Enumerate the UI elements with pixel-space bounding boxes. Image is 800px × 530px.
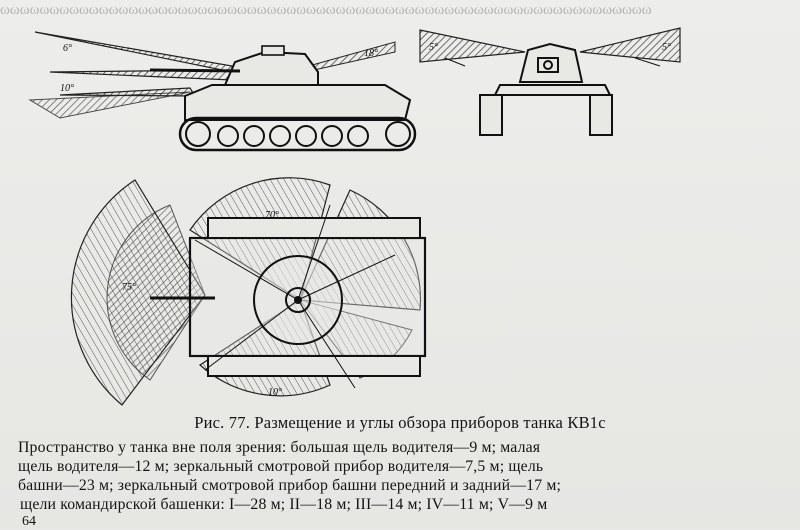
track-left	[479, 94, 503, 136]
front-view: 5° 5°	[419, 27, 681, 136]
cupola	[261, 45, 285, 56]
page-number: 64	[22, 514, 36, 529]
road-wheels	[185, 121, 411, 147]
angle-label: 75°	[122, 282, 136, 293]
angle-label: 6°	[63, 43, 72, 54]
angle-label: 18°	[364, 48, 378, 59]
vision-sector-rear	[304, 41, 396, 73]
track-right	[589, 94, 613, 136]
angle-label: 5°	[662, 42, 671, 53]
gun-barrel	[149, 68, 241, 73]
bleed-through-text: ωωωωωωωωωωωωωωωωωωωωωωωωωωωωωωωωωωωωωωωω…	[0, 2, 652, 18]
track	[178, 116, 417, 152]
text-line: щели командирской башенки: I—28 м; II—18…	[20, 496, 548, 513]
hull	[184, 84, 412, 121]
text-line: щель водителя—12 м; зеркальный смотровой…	[18, 458, 544, 475]
commander-cupola	[285, 287, 311, 313]
side-view: 6° 10° 18°	[28, 31, 417, 152]
text-line: Пространство у танка вне поля зрения: бо…	[18, 439, 541, 456]
track-bottom	[207, 355, 421, 377]
caption-text-block: Пространство у танка вне поля зрения: бо…	[18, 438, 788, 514]
text-line: башни—23 м; зеркальный смотровой прибор …	[18, 477, 562, 494]
vision-sector-left	[419, 29, 526, 63]
angle-label: 10°	[268, 387, 282, 398]
angle-label: 5°	[429, 42, 438, 53]
angle-label: 70°	[265, 210, 279, 221]
gun-mantlet	[537, 57, 559, 73]
tank-vision-figure: 6° 10° 18° 5° 5°	[28, 27, 681, 406]
vision-sector-driver	[28, 91, 191, 119]
track-top	[207, 217, 421, 239]
angle-label: 10°	[60, 83, 74, 94]
top-view: 70° 75° 10°	[70, 177, 427, 406]
hull-front	[493, 84, 612, 96]
vision-sector-right	[579, 27, 681, 63]
figure-caption: Рис. 77. Размещение и углы обзора прибор…	[194, 413, 606, 432]
